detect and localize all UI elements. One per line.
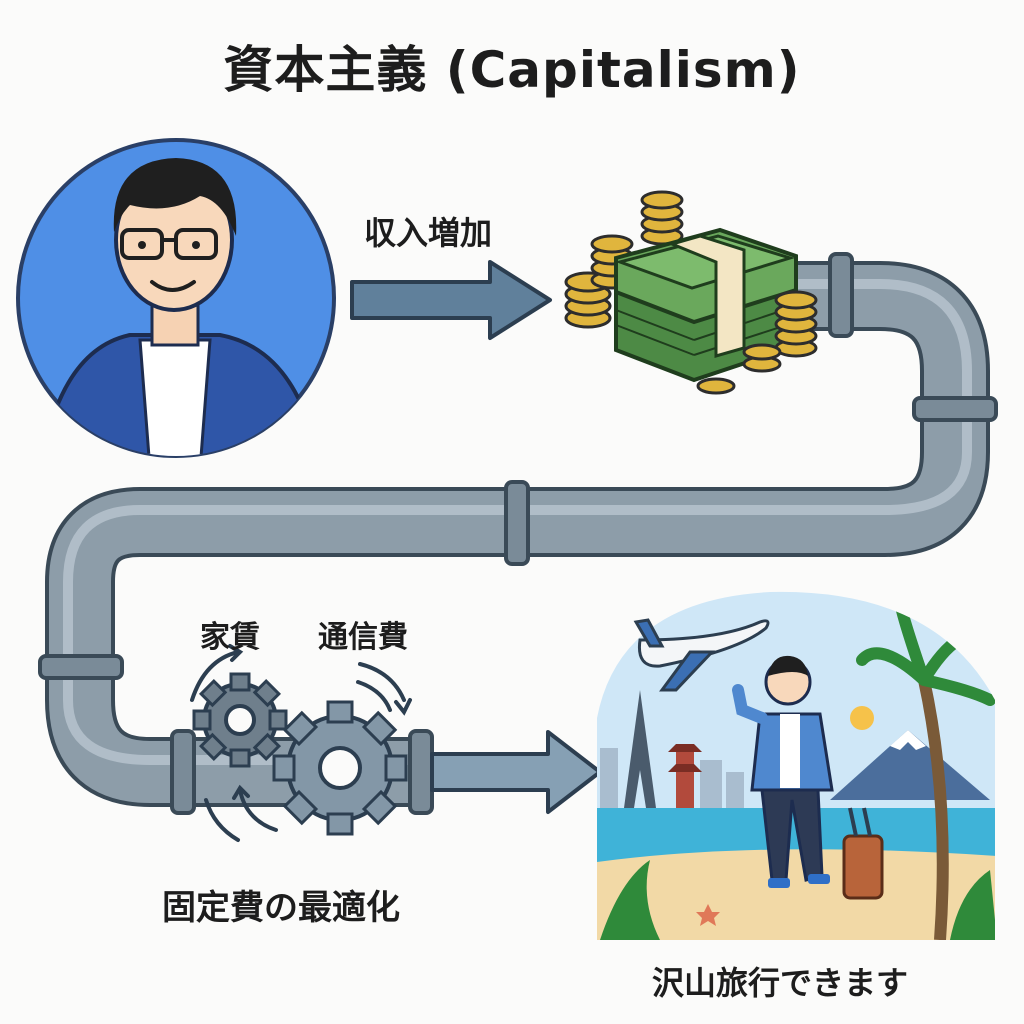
rent-label: 家賃 xyxy=(200,620,260,655)
pipe-coupling xyxy=(828,252,854,338)
money-stack-icon xyxy=(564,190,818,395)
pipe-coupling xyxy=(912,396,998,422)
gears-icon xyxy=(190,644,412,842)
telecom-label: 通信費 xyxy=(318,620,408,655)
fixed-cost-optimization-label: 固定費の最適化 xyxy=(162,888,400,928)
pipe-coupling xyxy=(504,480,530,566)
pipe-coupling xyxy=(408,729,434,815)
page-title: 資本主義 (Capitalism) xyxy=(223,41,801,99)
pipe-coupling xyxy=(38,654,124,680)
pipe xyxy=(38,252,998,815)
income-increase-label: 収入増加 xyxy=(364,214,493,252)
travel-scene-icon xyxy=(597,591,995,940)
arrow-to-travel xyxy=(430,730,602,814)
lots-of-travel-label: 沢山旅行できます xyxy=(652,964,909,1002)
pipe-coupling xyxy=(170,729,196,815)
person-portrait-icon xyxy=(16,138,336,458)
arrow-to-money xyxy=(350,260,552,340)
